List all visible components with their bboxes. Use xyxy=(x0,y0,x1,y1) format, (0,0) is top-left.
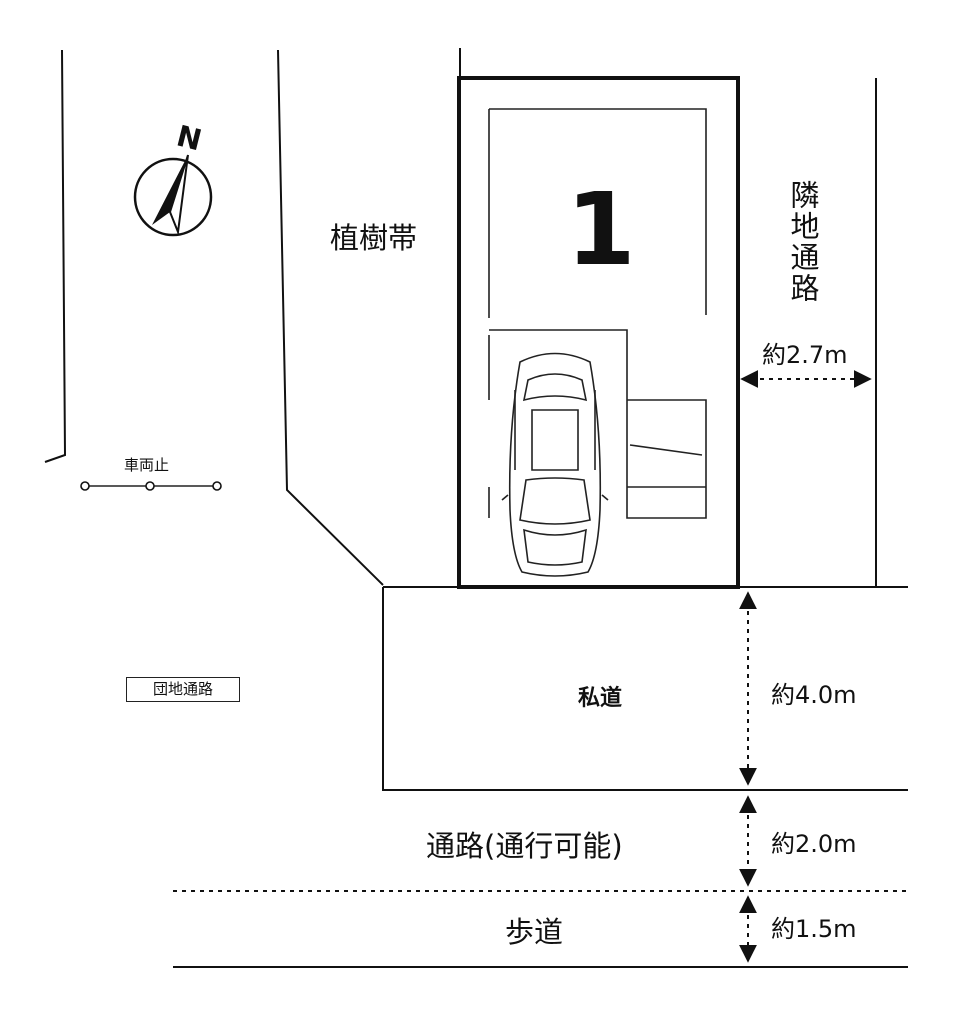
bollard-icon xyxy=(80,481,222,491)
width-passage-label: 約2.0m xyxy=(771,830,857,858)
width-private-label: 約4.0m xyxy=(771,681,857,709)
complex-road-label: 団地通路 xyxy=(126,677,241,702)
private-road-outline xyxy=(382,586,908,791)
bollard-label: 車両止 xyxy=(124,456,170,474)
left-boundary-line xyxy=(44,49,67,463)
planting-strip-label: 植樹帯 xyxy=(330,221,418,255)
neighbor-passage-label: 隣地通路 xyxy=(786,180,820,304)
planting-strip-boundary xyxy=(277,49,384,586)
car-icon xyxy=(501,352,609,577)
width-sidewalk-label: 約1.5m xyxy=(771,915,857,943)
passage-label: 通路(通行可能) xyxy=(426,829,623,863)
sidewalk-label: 歩道 xyxy=(505,915,564,949)
lot-number: 1 xyxy=(566,171,636,288)
lot-1-boundary xyxy=(457,76,740,589)
building-footprint xyxy=(488,108,707,519)
width-neighbor-label: 約2.7m xyxy=(762,341,848,369)
compass-icon xyxy=(133,154,213,237)
private-road-label: 私道 xyxy=(578,686,623,711)
